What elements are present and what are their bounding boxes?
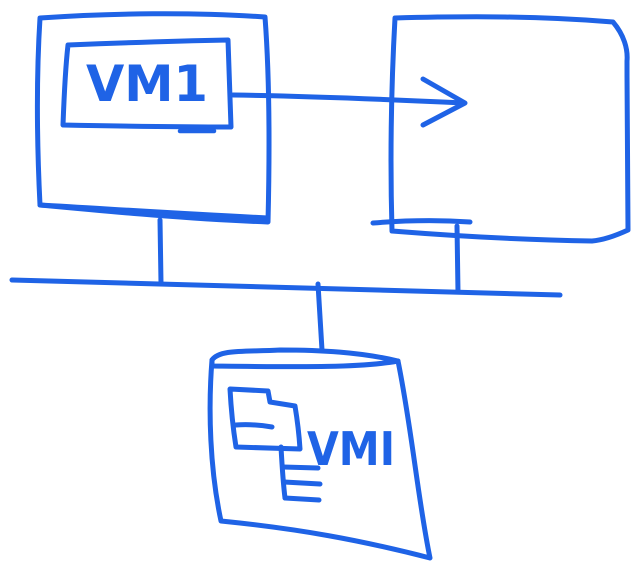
source-host: VM1	[34, 11, 272, 225]
storage-top-lid	[209, 347, 401, 370]
source-host-link	[157, 217, 164, 286]
vm-file-icon	[227, 386, 303, 452]
shared-storage: VMI	[207, 347, 433, 561]
network-bus	[9, 277, 563, 298]
file-branch-1	[280, 464, 321, 471]
migration-arrow	[230, 76, 468, 128]
migration-arrow-head	[420, 76, 468, 128]
target-host-link	[454, 223, 461, 295]
source-vm-label: VM1	[86, 55, 208, 113]
source-vm-box	[60, 37, 234, 130]
file-stem	[278, 444, 288, 501]
storage-body	[207, 357, 433, 561]
storage-vm-label: VMI	[307, 422, 395, 476]
source-host-divider	[37, 202, 271, 221]
file-notch	[233, 422, 275, 430]
target-host-divider	[370, 218, 473, 226]
migration-arrow-shaft	[230, 92, 467, 106]
file-branch-2	[281, 479, 323, 487]
file-branch-3	[282, 495, 322, 503]
source-host-frame	[34, 11, 272, 225]
target-host-frame	[388, 14, 631, 244]
storage-link	[315, 281, 325, 353]
network	[9, 217, 563, 353]
target-host	[370, 14, 631, 244]
